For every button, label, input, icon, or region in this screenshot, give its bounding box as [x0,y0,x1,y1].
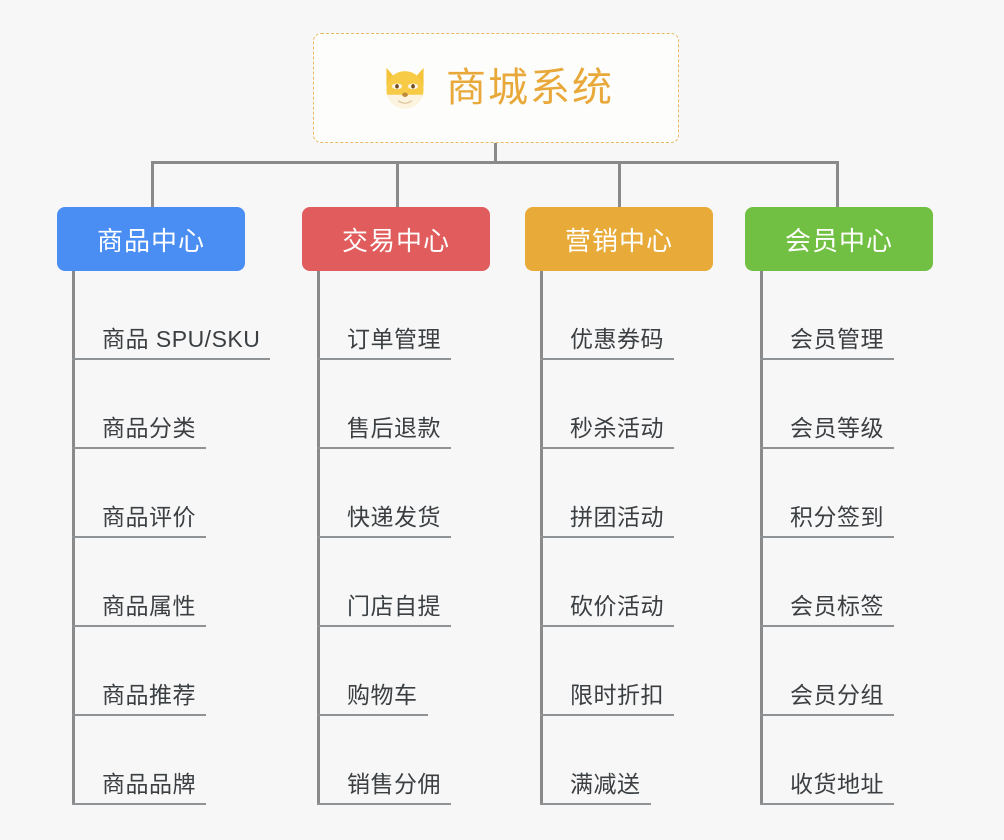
leaf-item[interactable]: 满减送 [540,716,651,805]
leaf-item-underline: 秒杀活动 [540,414,674,449]
leaf-spine [72,271,75,805]
leaf-item-label: 商品评价 [102,503,196,530]
leaf-item-label: 积分签到 [790,503,884,530]
leaf-item[interactable]: 收货地址 [760,716,894,805]
leaf-spine [760,271,763,805]
leaf-item-label: 商品推荐 [102,681,196,708]
leaf-item-underline: 商品 SPU/SKU [72,325,271,360]
leaf-item-label: 购物车 [347,681,418,708]
leaf-item-label: 砍价活动 [570,592,664,619]
leaf-item-underline: 积分签到 [760,503,894,538]
leaf-item-underline: 商品分类 [72,414,206,449]
leaf-item-label: 商品品牌 [102,770,196,797]
leaf-item[interactable]: 会员等级 [760,360,894,449]
leaf-item-underline: 会员等级 [760,414,894,449]
leaf-item-label: 限时折扣 [570,681,664,708]
dog-face-icon [386,67,424,109]
leaf-item[interactable]: 商品品牌 [72,716,206,805]
category-box-2[interactable]: 营销中心 [525,207,713,271]
leaf-spine [317,271,320,805]
leaf-item-underline: 砍价活动 [540,592,674,627]
leaf-item[interactable]: 商品评价 [72,449,206,538]
leaf-item[interactable]: 优惠券码 [540,271,674,360]
leaf-item[interactable]: 快递发货 [317,449,451,538]
connector-drop-4 [836,161,839,208]
category-label: 交易中心 [341,225,450,256]
leaf-item-label: 订单管理 [347,325,441,352]
leaf-item-label: 商品属性 [102,592,196,619]
leaf-item-label: 会员标签 [790,592,884,619]
leaf-item[interactable]: 秒杀活动 [540,360,674,449]
leaf-item[interactable]: 售后退款 [317,360,451,449]
category-box-1[interactable]: 交易中心 [302,207,490,271]
category-label: 营销中心 [564,225,673,256]
category-box-3[interactable]: 会员中心 [745,207,933,271]
leaf-item-underline: 会员管理 [760,325,894,360]
leaf-item-underline: 商品推荐 [72,681,206,716]
category-label: 商品中心 [96,225,205,256]
leaf-item-underline: 商品品牌 [72,770,206,805]
leaf-item[interactable]: 商品 SPU/SKU [72,271,271,360]
root-node[interactable]: 商城系统 [313,33,679,143]
leaf-item-underline: 拼团活动 [540,503,674,538]
leaf-item-underline: 门店自提 [317,592,451,627]
leaf-item-label: 拼团活动 [570,503,664,530]
root-title: 商城系统 [446,66,614,110]
leaf-item[interactable]: 会员标签 [760,538,894,627]
leaf-item[interactable]: 订单管理 [317,271,451,360]
leaf-item-underline: 收货地址 [760,770,894,805]
leaf-item-label: 秒杀活动 [570,414,664,441]
leaf-item-underline: 满减送 [540,770,651,805]
leaf-spine [540,271,543,805]
category-label: 会员中心 [784,225,893,256]
leaf-item-underline: 售后退款 [317,414,451,449]
leaf-item-underline: 快递发货 [317,503,451,538]
leaf-item-label: 商品 SPU/SKU [102,325,261,352]
leaf-item[interactable]: 砍价活动 [540,538,674,627]
leaf-item-underline: 会员分组 [760,681,894,716]
connector-bus [151,161,839,164]
connector-drop-2 [396,161,399,208]
leaf-item-label: 会员管理 [790,325,884,352]
leaf-item-label: 快递发货 [347,503,441,530]
leaf-item-label: 优惠券码 [570,325,664,352]
leaf-item-underline: 订单管理 [317,325,451,360]
leaf-item-label: 满减送 [570,770,641,797]
category-box-0[interactable]: 商品中心 [57,207,245,271]
leaf-item-label: 商品分类 [102,414,196,441]
leaf-item-underline: 购物车 [317,681,428,716]
leaf-item[interactable]: 购物车 [317,627,428,716]
leaf-item-label: 会员分组 [790,681,884,708]
leaf-item[interactable]: 商品属性 [72,538,206,627]
leaf-item[interactable]: 门店自提 [317,538,451,627]
leaf-item-underline: 商品属性 [72,592,206,627]
leaf-item-label: 收货地址 [790,770,884,797]
leaf-item[interactable]: 会员分组 [760,627,894,716]
leaf-item[interactable]: 商品分类 [72,360,206,449]
leaf-item-underline: 优惠券码 [540,325,674,360]
connector-drop-1 [151,161,154,208]
leaf-item-underline: 限时折扣 [540,681,674,716]
leaf-item[interactable]: 会员管理 [760,271,894,360]
leaf-item[interactable]: 积分签到 [760,449,894,538]
leaf-item[interactable]: 销售分佣 [317,716,451,805]
leaf-item-label: 售后退款 [347,414,441,441]
leaf-item-underline: 商品评价 [72,503,206,538]
connector-drop-3 [618,161,621,208]
leaf-item-label: 销售分佣 [347,770,441,797]
leaf-item-underline: 销售分佣 [317,770,451,805]
connector-root-stem [494,143,497,163]
leaf-item-label: 会员等级 [790,414,884,441]
leaf-item-underline: 会员标签 [760,592,894,627]
leaf-item-label: 门店自提 [347,592,441,619]
leaf-item[interactable]: 商品推荐 [72,627,206,716]
leaf-item[interactable]: 限时折扣 [540,627,674,716]
leaf-item[interactable]: 拼团活动 [540,449,674,538]
